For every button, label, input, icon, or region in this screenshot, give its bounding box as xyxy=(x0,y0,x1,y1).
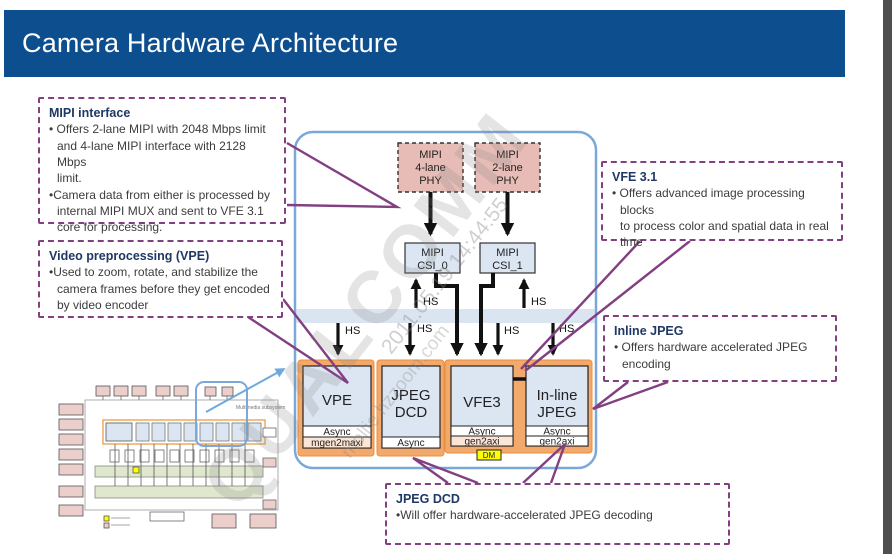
mipi-csi1-label: MIPI xyxy=(496,247,519,259)
thumbnail-caption: Multimedia subsystem xyxy=(236,405,285,411)
callout-mipi-bullet: •Camera data from either is processed by… xyxy=(49,187,270,235)
inline-jpeg-async-tag: Async xyxy=(543,427,570,438)
hs-label: HS xyxy=(423,296,438,308)
mipi-csi1-block: MIPI CSI_1 xyxy=(479,242,536,274)
svg-text:PHY: PHY xyxy=(419,175,442,187)
callout-jpeg-dcd-title: JPEG DCD xyxy=(396,492,460,506)
svg-text:DCD: DCD xyxy=(395,404,428,421)
vfe3-async-tag: Async xyxy=(468,427,495,438)
mipi-2lane-phy-block: MIPI 2-lane PHY xyxy=(474,142,541,193)
svg-text:2-lane: 2-lane xyxy=(492,162,523,174)
callout-vpe-bullet: •Used to zoom, rotate, and stabilize the… xyxy=(49,265,270,312)
callout-inline-jpeg-bullet: • Offers hardware accelerated JPEG encod… xyxy=(614,340,808,371)
vfe3-block: VFE3 Async gen2axi xyxy=(450,365,514,448)
jpeg-dcd-async-tag: Async xyxy=(397,438,424,449)
phy-to-csi-arrows xyxy=(423,192,515,237)
jpeg-dcd-block: JPEG DCD Async xyxy=(381,365,441,449)
vpe-async-tag: Async xyxy=(323,427,350,438)
dm-tag: DM xyxy=(476,449,502,461)
svg-text:CSI_1: CSI_1 xyxy=(492,260,523,272)
jpeg-dcd-label: JPEG xyxy=(391,387,430,404)
vpe-block: VPE Async mgen2maxi xyxy=(302,365,372,449)
vfe3-gen2axi-tag: gen2axi xyxy=(464,437,499,448)
inline-jpeg-gen2axi-tag: gen2axi xyxy=(539,437,574,448)
callout-inline-jpeg: Inline JPEG • Offers hardware accelerate… xyxy=(603,315,837,382)
callout-mipi-bullet: • Offers 2-lane MIPI with 2048 Mbps limi… xyxy=(49,122,266,186)
callout-inline-jpeg-title: Inline JPEG xyxy=(614,324,684,338)
mipi-4lane-phy-block: MIPI 4-lane PHY xyxy=(397,142,464,193)
hs-label: HS xyxy=(504,325,519,337)
vpe-mgen2maxi-tag: mgen2maxi xyxy=(311,438,363,449)
svg-text:JPEG: JPEG xyxy=(537,404,576,421)
callout-mipi-title: MIPI interface xyxy=(49,106,131,120)
callout-vfe31: VFE 3.1 • Offers advanced image processi… xyxy=(601,161,843,249)
mipi-csi0-label: MIPI xyxy=(421,247,444,259)
callout-pointer-lines xyxy=(247,141,691,485)
svg-text:4-lane: 4-lane xyxy=(415,162,446,174)
callout-vfe-bullet: • Offers advanced image processing block… xyxy=(612,186,829,250)
vpe-label: VPE xyxy=(322,392,352,409)
callout-vfe-title: VFE 3.1 xyxy=(612,170,658,184)
hs-labels: HS HS HS HS HS HS xyxy=(345,296,574,337)
mipi-4lane-phy-label: MIPI xyxy=(419,149,442,161)
vfe3-label: VFE3 xyxy=(463,394,501,411)
dm-label: DM xyxy=(483,451,496,460)
svg-text:PHY: PHY xyxy=(496,175,519,187)
csi-data-paths xyxy=(410,273,530,357)
callout-video-preprocessing: Video preprocessing (VPE) •Used to zoom,… xyxy=(38,240,283,318)
mipi-2lane-phy-label: MIPI xyxy=(496,149,519,161)
hs-label: HS xyxy=(531,296,546,308)
bus-band xyxy=(296,309,595,323)
inline-jpeg-label: In-line xyxy=(537,387,578,404)
hs-label: HS xyxy=(417,323,432,335)
slide-title-bar: Camera Hardware Architecture xyxy=(4,10,845,77)
system-diagram-thumbnail: Multimedia subsystem xyxy=(58,368,286,529)
page-title: Camera Hardware Architecture xyxy=(22,28,399,58)
zoom-reference-arrow xyxy=(205,368,286,413)
callout-vpe-title: Video preprocessing (VPE) xyxy=(49,249,210,263)
callout-mipi-interface: MIPI interface • Offers 2-lane MIPI with… xyxy=(38,97,286,234)
window-edge-bar xyxy=(883,0,892,554)
svg-text:CSI_0: CSI_0 xyxy=(417,260,448,272)
inline-jpeg-block: In-line JPEG Async gen2axi xyxy=(525,365,589,448)
callout-jpeg-dcd-bullet: •Will offer hardware-accelerated JPEG de… xyxy=(396,508,653,523)
callout-jpeg-dcd: JPEG DCD •Will offer hardware-accelerate… xyxy=(385,483,730,545)
hs-label: HS xyxy=(345,325,360,337)
thumbnail-highlight xyxy=(195,381,248,447)
mipi-csi0-block: MIPI CSI_0 xyxy=(404,242,461,274)
hs-label: HS xyxy=(559,323,574,335)
